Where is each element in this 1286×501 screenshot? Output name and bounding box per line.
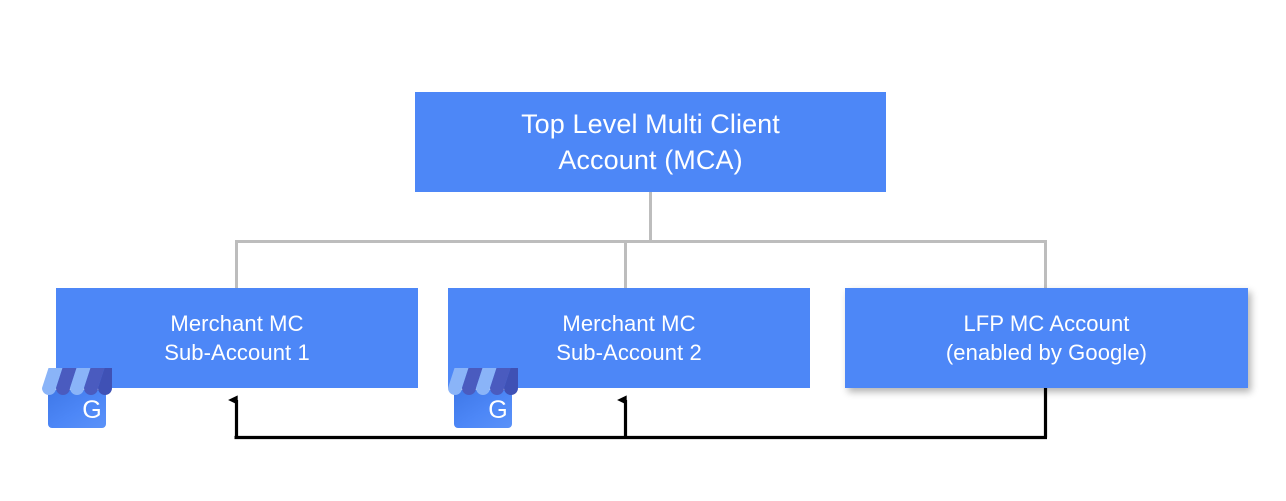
google-business-profile-storefront-icon: G	[42, 368, 112, 428]
storefront-g-letter: G	[82, 396, 101, 424]
storefront-awning-stripe-5	[504, 368, 518, 395]
storefront-awning-stripe-4	[490, 368, 511, 395]
node-merchant-sub-account-2-label: Merchant MC Sub-Account 2	[556, 310, 702, 365]
storefront-body	[454, 390, 512, 428]
storefront-awning-stripe-4	[84, 368, 105, 395]
storefront-body	[48, 390, 106, 428]
storefront-awning-stripe-3	[70, 368, 91, 395]
storefront-g-letter: G	[488, 396, 507, 424]
storefront-awning-stripe-1	[448, 368, 469, 395]
storefront-awning-stripe-5	[98, 368, 112, 395]
storefront-awning-stripe-1	[42, 368, 63, 395]
tree-connectors	[235, 192, 1047, 289]
storefront-awning-stripe-3	[476, 368, 497, 395]
node-top-level-mca[interactable]: Top Level Multi Client Account (MCA)	[415, 92, 886, 192]
google-business-profile-storefront-icon: G	[448, 368, 518, 428]
node-merchant-sub-account-1-label: Merchant MC Sub-Account 1	[164, 310, 310, 365]
node-top-level-mca-label: Top Level Multi Client Account (MCA)	[521, 108, 780, 175]
node-lfp-mc-account[interactable]: LFP MC Account (enabled by Google)	[845, 288, 1248, 388]
node-lfp-mc-account-label: LFP MC Account (enabled by Google)	[945, 310, 1148, 365]
storefront-awning-stripe-2	[462, 368, 483, 395]
storefront-awning-stripe-2	[56, 368, 77, 395]
lfp-feed-flow	[228, 388, 1048, 440]
node-merchant-sub-account-1[interactable]: Merchant MC Sub-Account 1	[56, 288, 418, 388]
